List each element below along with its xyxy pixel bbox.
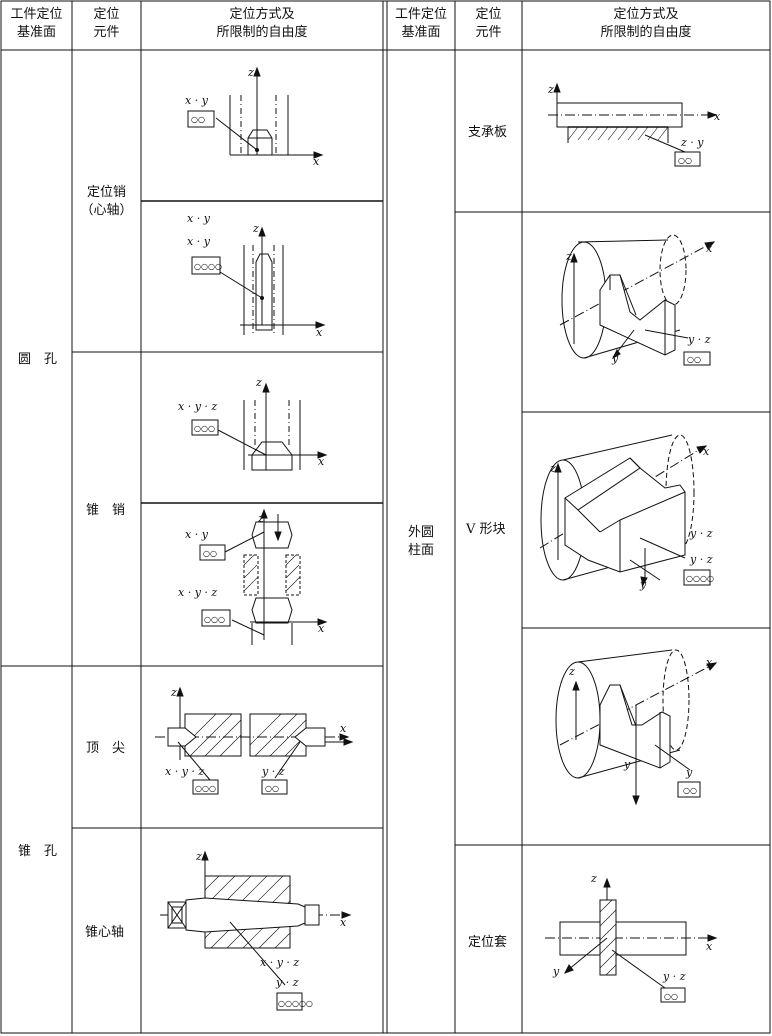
svg-text:○○: ○○ xyxy=(203,549,217,558)
diagram-centers xyxy=(155,686,354,795)
svg-text:y · z: y · z xyxy=(689,553,713,566)
svg-text:x · y: x · y xyxy=(187,235,211,248)
label-round-hole: 圆 孔 xyxy=(18,352,58,367)
diagram-cone-mandrel xyxy=(160,850,352,1011)
svg-text:y: y xyxy=(623,758,631,771)
svg-text:x: x xyxy=(706,656,713,669)
svg-text:z: z xyxy=(255,376,262,389)
svg-text:y · z: y · z xyxy=(689,527,713,540)
header-base-surface-left: 工件定位 基准面 xyxy=(10,7,63,40)
svg-text:x · y · z: x · y · z xyxy=(178,586,217,599)
svg-text:z: z xyxy=(549,462,556,475)
svg-text:x · y · z: x · y · z xyxy=(165,765,204,778)
svg-text:○○○: ○○○ xyxy=(194,424,215,433)
svg-text:○○: ○○ xyxy=(664,992,678,1001)
label-outer-cylinder: 外圆 柱面 xyxy=(407,525,434,558)
label-cone-hole: 锥 孔 xyxy=(18,844,58,859)
svg-text:x · y: x · y xyxy=(185,528,209,541)
label-center: 顶 尖 xyxy=(86,741,126,756)
svg-text:x: x xyxy=(706,242,713,255)
svg-text:x · y: x · y xyxy=(185,94,209,107)
dof-labels: x · y x · y x · y x · y · z x · y x · y … xyxy=(165,94,713,989)
svg-text:y · z: y · z xyxy=(275,976,299,989)
svg-text:x: x xyxy=(714,110,721,123)
svg-text:z: z xyxy=(568,665,575,678)
svg-text:x: x xyxy=(340,722,347,735)
svg-text:z: z xyxy=(590,872,597,885)
svg-text:○○: ○○ xyxy=(683,786,697,795)
svg-text:y: y xyxy=(685,766,693,779)
svg-text:x: x xyxy=(313,155,320,168)
diagram-v-block-narrow xyxy=(555,649,718,806)
label-pin: 定位销 （心轴） xyxy=(80,185,133,218)
svg-text:○○○: ○○○ xyxy=(204,615,225,624)
svg-text:z · y: z · y xyxy=(680,136,704,149)
svg-text:x: x xyxy=(706,940,713,953)
svg-text:○○: ○○ xyxy=(265,784,279,793)
svg-text:y: y xyxy=(611,352,619,365)
svg-text:x: x xyxy=(316,326,323,339)
svg-text:y: y xyxy=(552,965,560,978)
header-element-right: 定位 元件 xyxy=(475,7,502,40)
svg-text:x · y: x · y xyxy=(187,212,211,225)
svg-text:x: x xyxy=(318,455,325,468)
label-v-block: V 形块 xyxy=(466,522,506,537)
svg-text:z: z xyxy=(565,250,572,263)
svg-text:○○: ○○ xyxy=(678,156,692,165)
label-cone-mandrel: 锥心轴 xyxy=(85,925,125,940)
svg-text:○○○○○: ○○○○○ xyxy=(278,999,313,1008)
svg-text:z: z xyxy=(257,512,264,525)
diagram-sleeve xyxy=(545,877,718,1003)
svg-text:○○: ○○ xyxy=(191,115,205,124)
svg-text:y · z: y · z xyxy=(261,765,285,778)
axis-labels: z x z x z x z x z x z x z x z x y z x y … xyxy=(170,66,721,978)
label-sleeve: 定位套 xyxy=(468,935,508,950)
diagram-v-block-long xyxy=(539,434,711,587)
svg-text:z: z xyxy=(547,83,554,96)
svg-text:y · z: y · z xyxy=(662,970,686,983)
svg-text:○○○○: ○○○○ xyxy=(686,574,714,583)
header-method-right: 定位方式及 所限制的自由度 xyxy=(600,7,692,40)
header-element-left: 定位 元件 xyxy=(93,7,120,40)
svg-text:x · y · z: x · y · z xyxy=(178,400,217,413)
label-support-plate: 支承板 xyxy=(468,125,508,140)
svg-text:z: z xyxy=(247,66,254,79)
diagram-cone-pin-double xyxy=(199,508,328,645)
header-base-surface-right: 工件定位 基准面 xyxy=(394,7,447,40)
svg-text:○○○○: ○○○○ xyxy=(194,262,222,271)
diagram-pin-short xyxy=(187,66,324,159)
svg-text:z: z xyxy=(195,850,202,863)
svg-text:x: x xyxy=(703,445,710,458)
svg-text:y: y xyxy=(639,578,647,591)
svg-text:x: x xyxy=(340,916,347,929)
diagram-pin-long xyxy=(191,226,326,335)
label-cone-pin: 锥 销 xyxy=(86,503,126,518)
svg-text:x · y · z: x · y · z xyxy=(260,956,299,969)
svg-text:○○: ○○ xyxy=(687,355,701,364)
svg-text:○○○: ○○○ xyxy=(195,784,216,793)
diagram-v-block-short xyxy=(559,234,716,366)
svg-text:z: z xyxy=(252,222,259,235)
diagram-cone-pin xyxy=(191,382,328,471)
svg-text:x: x xyxy=(318,622,325,635)
svg-text:z: z xyxy=(170,686,177,699)
header-method-left: 定位方式及 所限制的自由度 xyxy=(216,7,308,40)
marker-symbols: ○○ ○○○○ ○○○ ○○ ○○○ ○○○ ○○ ○○○○○ ○○ ○○ ○○… xyxy=(191,115,714,1008)
svg-text:y · z: y · z xyxy=(687,333,711,346)
diagram-support-plate xyxy=(548,82,718,167)
